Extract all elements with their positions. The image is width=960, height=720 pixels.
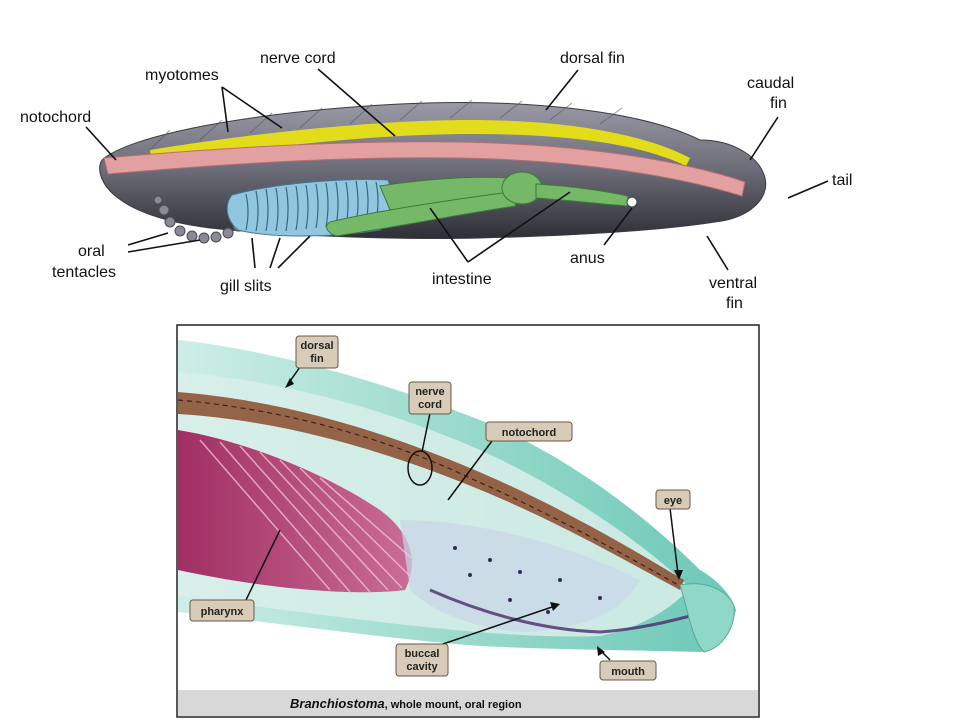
svg-text:cavity: cavity xyxy=(406,661,438,673)
top-leader-lines xyxy=(85,68,829,271)
tag-buccal-cavity: buccal cavity xyxy=(395,643,449,677)
lancelet-diagram: myotomes nerve cord dorsal fin caudal fi… xyxy=(20,50,852,312)
micrograph-notochord xyxy=(178,392,684,590)
anus xyxy=(626,196,638,208)
svg-text:buccal: buccal xyxy=(405,648,440,660)
label-ventral-fin-line1: ventral xyxy=(709,275,757,292)
label-intestine: intestine xyxy=(432,271,492,288)
tag-pharynx: pharynx xyxy=(189,599,255,622)
svg-text:eye: eye xyxy=(664,495,682,507)
label-myotomes: myotomes xyxy=(145,67,219,84)
micrograph-leader-lines xyxy=(245,366,683,661)
micrograph-buccal-region xyxy=(400,520,640,632)
micrograph-panel: dorsal fin nerve cord notochord eye phar… xyxy=(176,324,760,718)
label-ventral-fin-line2: fin xyxy=(726,295,743,312)
tag-eye: eye xyxy=(655,489,691,510)
svg-text:notochord: notochord xyxy=(502,427,556,439)
label-anus: anus xyxy=(570,250,605,267)
label-gill-slits: gill slits xyxy=(220,278,272,295)
notochord xyxy=(103,141,746,197)
tag-mouth: mouth xyxy=(599,660,657,681)
svg-text:pharynx: pharynx xyxy=(201,606,245,618)
nerve-cord-marker xyxy=(407,450,433,486)
caption-description: , whole mount, oral region xyxy=(385,699,522,711)
tag-nerve-cord: nerve cord xyxy=(408,381,452,415)
intestine xyxy=(326,171,629,237)
myotome-lines xyxy=(149,99,623,151)
label-oral-tentacles-line2: tentacles xyxy=(52,264,116,281)
nerve-cord xyxy=(150,120,690,166)
caption-bar xyxy=(178,690,758,716)
label-oral-tentacles-line1: oral xyxy=(78,243,105,260)
svg-text:cord: cord xyxy=(418,399,442,411)
svg-text:nerve: nerve xyxy=(415,386,444,398)
label-dorsal-fin: dorsal fin xyxy=(560,50,625,67)
caption-genus: Branchiostoma xyxy=(290,696,385,711)
tag-notochord: notochord xyxy=(485,421,573,442)
label-caudal-fin-line1: caudal xyxy=(747,75,794,92)
tag-dorsal-fin: dorsal fin xyxy=(295,335,339,369)
label-caudal-fin-line2: fin xyxy=(770,95,787,112)
label-tail: tail xyxy=(832,172,852,189)
svg-text:mouth: mouth xyxy=(611,666,645,678)
label-notochord: notochord xyxy=(20,109,91,126)
svg-text:dorsal: dorsal xyxy=(300,340,333,352)
micrograph-caption: Branchiostoma, whole mount, oral region xyxy=(290,696,522,711)
svg-text:fin: fin xyxy=(310,353,324,365)
label-nerve-cord: nerve cord xyxy=(260,50,336,67)
